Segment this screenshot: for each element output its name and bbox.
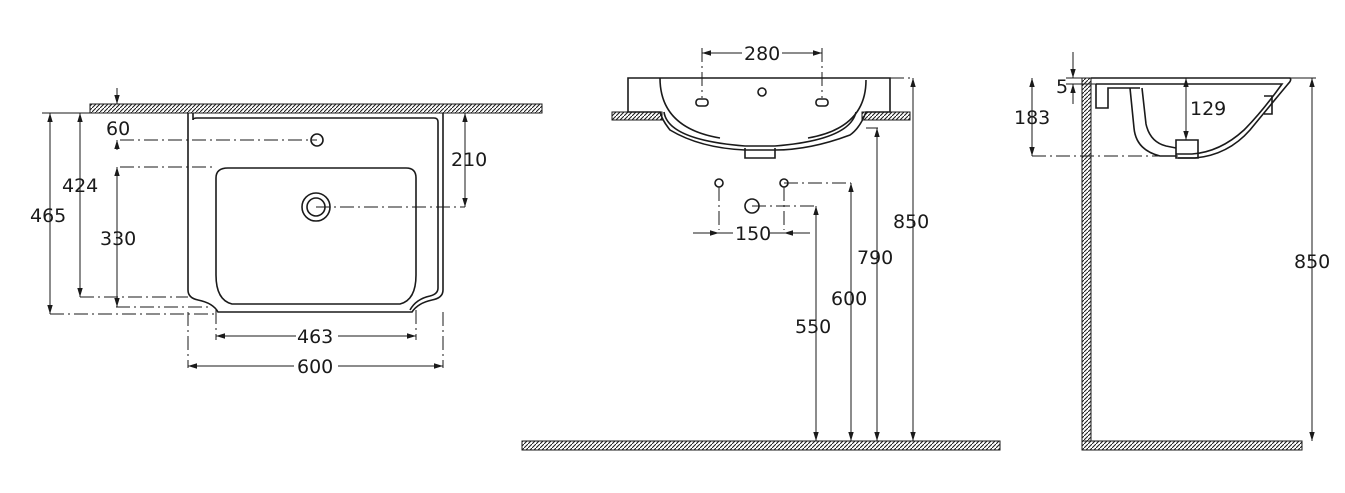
tap-hole-left (695, 98, 709, 107)
dim-waste-height: 550 (795, 316, 831, 338)
basin-outline (187, 113, 444, 313)
tap-hole (310, 133, 324, 147)
dim-rim-height-profile: 850 (1294, 251, 1330, 273)
dim-tap-to-bowl: 424 (62, 175, 98, 197)
dim-overall-width: 600 (297, 356, 333, 378)
bowl-outline (215, 167, 417, 305)
dim-bowl-width: 463 (297, 326, 333, 348)
dim-bowl-depth-profile: 129 (1190, 98, 1226, 120)
front-view: 465 424 60 330 210 463 600 (30, 88, 543, 378)
dim-bowl-depth: 330 (100, 228, 136, 250)
profile-view: 5 183 129 850 (1014, 52, 1330, 451)
tap-hole-right (815, 98, 829, 107)
dim-rim-height: 850 (893, 211, 929, 233)
dim-rim-thickness: 5 (1056, 76, 1068, 98)
trap-profile (1129, 87, 1177, 157)
dim-waste-offset: 210 (451, 149, 487, 171)
dim-basin-depth: 183 (1014, 107, 1050, 129)
supply-point-left (714, 178, 724, 188)
dim-basin-bottom: 790 (857, 247, 893, 269)
floor-band-profile (1081, 440, 1303, 451)
centre-tap-hole (757, 87, 767, 97)
floor-band (521, 440, 1001, 451)
dim-supply-spacing: 150 (735, 223, 771, 245)
basin-profile (1091, 77, 1292, 159)
dim-supply-height: 600 (831, 288, 867, 310)
dim-tap-offset: 60 (106, 118, 130, 140)
wall-band-front (89, 103, 543, 114)
side-view: 280 150 550 600 790 850 (521, 43, 1001, 451)
dim-tap-spacing: 280 (744, 43, 780, 65)
basin-inner-rim (192, 113, 439, 311)
dim-overall-height: 465 (30, 205, 66, 227)
waste-spigot (744, 148, 776, 159)
wall-band-profile (1081, 77, 1092, 451)
